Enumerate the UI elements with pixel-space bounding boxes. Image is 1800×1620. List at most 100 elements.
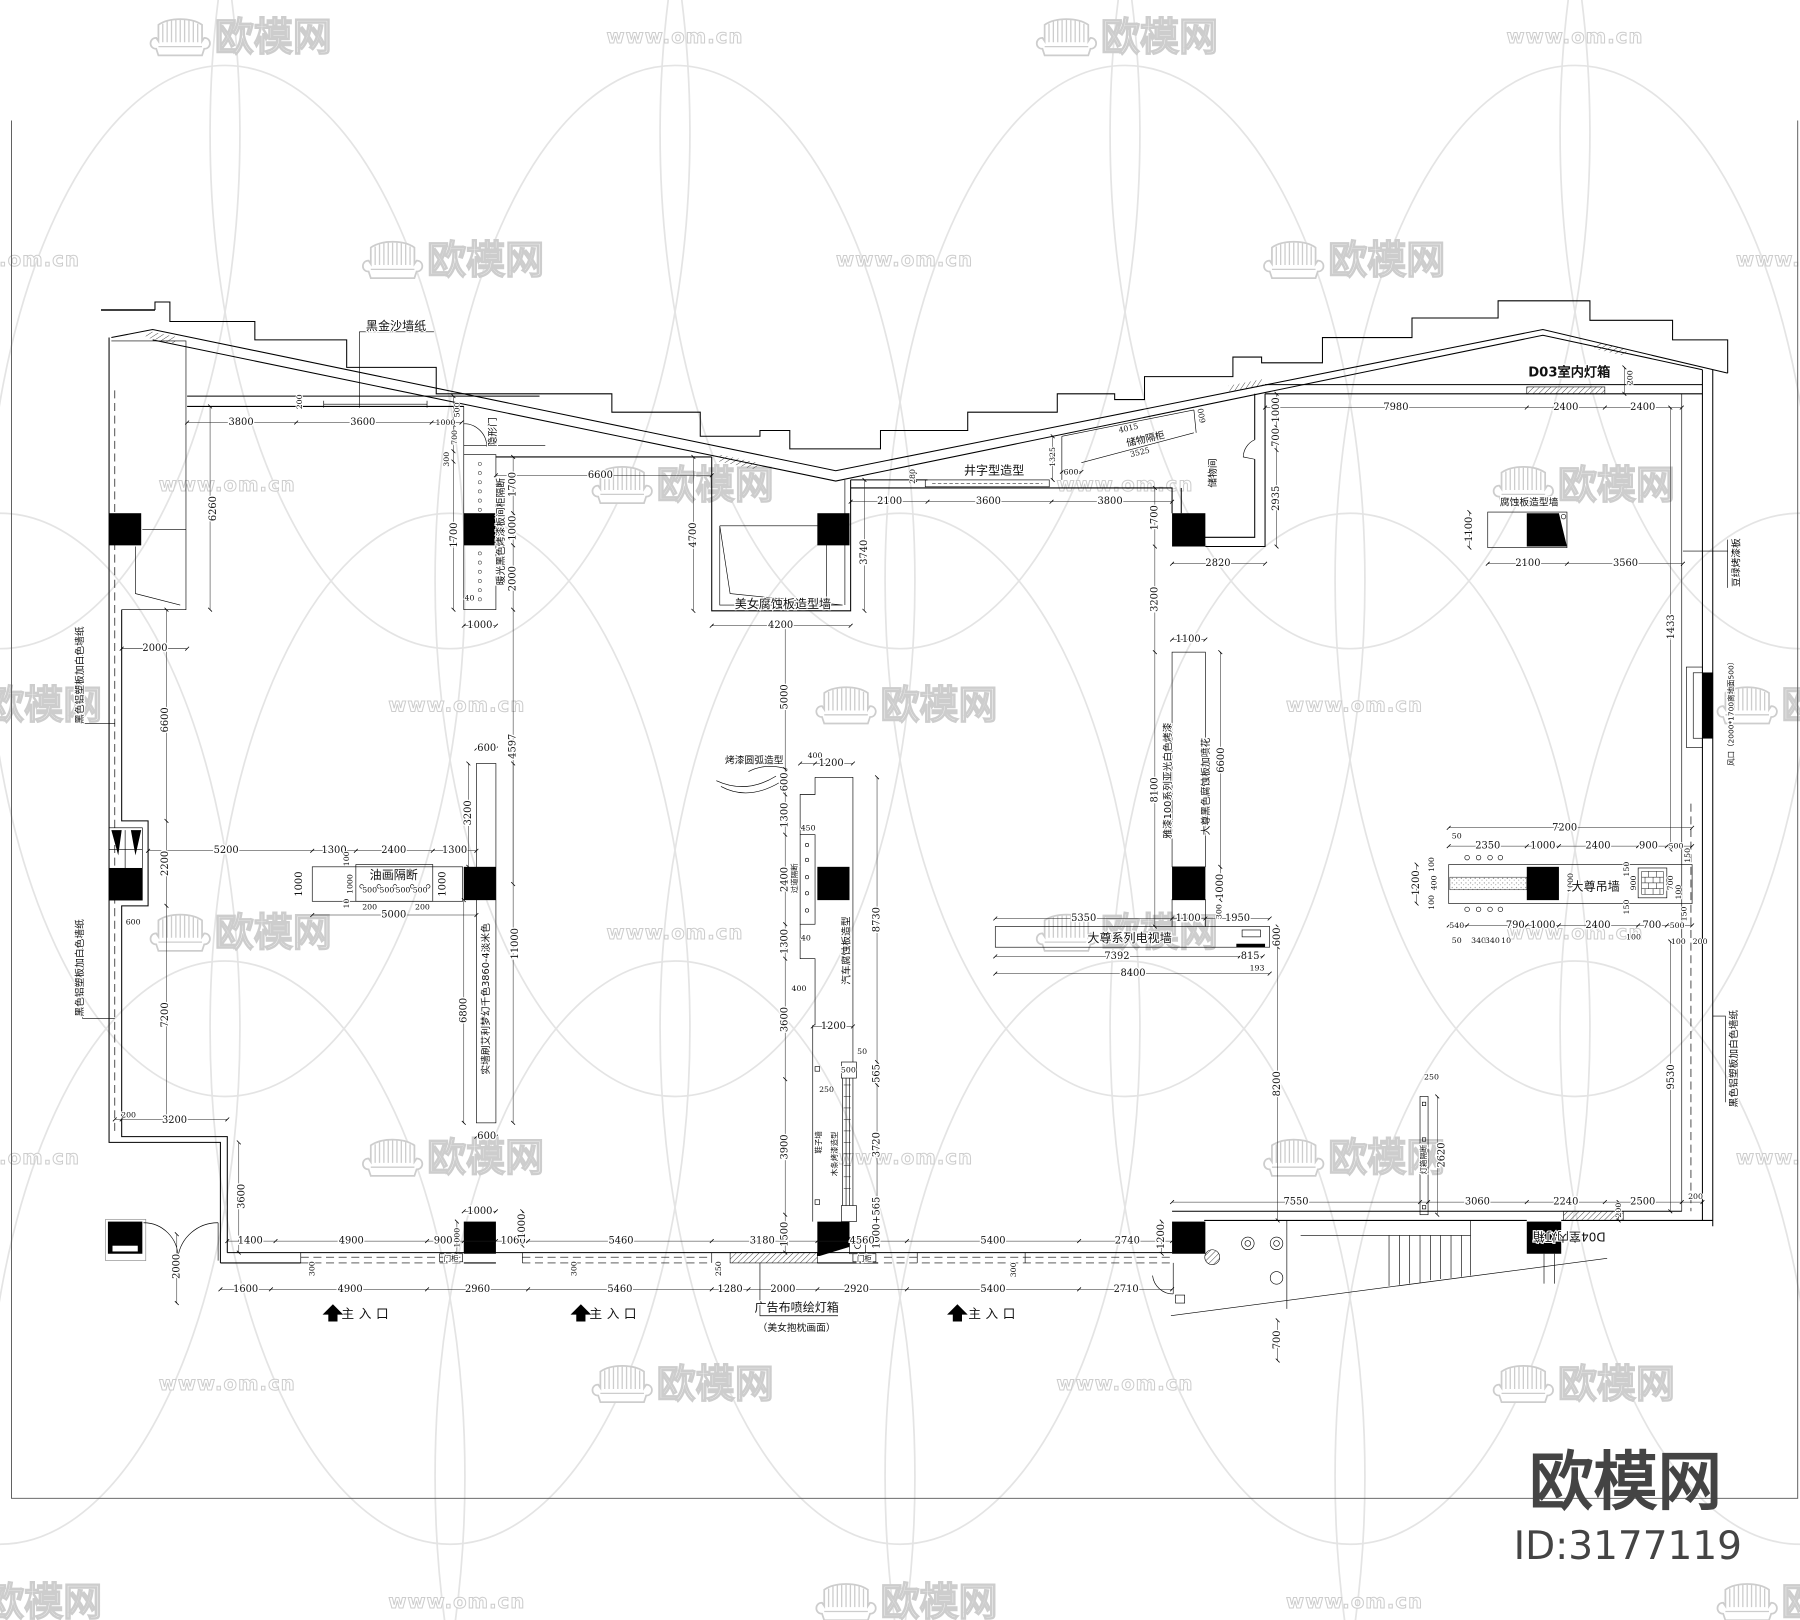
left-exterior-wall-inner <box>121 609 228 1253</box>
d03-lightbox <box>1526 386 1606 395</box>
watermark-logo: 欧模网 <box>0 1580 103 1620</box>
watermark-logo-text: 欧模网 <box>427 1136 544 1181</box>
dimension-text: 400 <box>808 751 823 760</box>
watermark-logo: 欧模网 <box>815 1580 998 1620</box>
dimension-text: 200 <box>362 903 377 912</box>
brick-pattern <box>1641 871 1664 895</box>
dimension-text: 500 <box>452 402 461 417</box>
watermark-url: www.om.cn <box>836 248 973 271</box>
column <box>1526 513 1567 547</box>
dimension-text: 200 <box>1614 1203 1623 1218</box>
lacquer-arc-feature <box>716 766 788 794</box>
label-lightbox-partition: 灯箱隔断 <box>1418 1144 1428 1174</box>
dimension-text: 600 <box>1196 407 1207 423</box>
dimension-text: 3600 <box>237 1184 248 1209</box>
watermark-logo-text: 欧模网 <box>215 911 332 956</box>
shoe-wall-box <box>841 1061 857 1079</box>
column-post-lines <box>1543 1253 1555 1284</box>
arrow-up-icon <box>947 1304 968 1322</box>
watermark-url: www.om.cn <box>1736 1146 1800 1169</box>
dimension-text: 2400 <box>1630 402 1655 413</box>
hatched-lintel <box>1228 379 1264 393</box>
etched-panel-wall <box>1487 511 1568 548</box>
partition-dots <box>359 884 431 889</box>
dimension-text: 6800 <box>458 998 469 1023</box>
dimension-text: 1700 <box>508 472 519 497</box>
label-ad-lightbox: 广告布喷绘灯箱 <box>755 1300 839 1315</box>
watermark-logo: 欧模网 <box>149 910 332 957</box>
air-vent-frame <box>1686 666 1703 748</box>
watermark-url: www.om.cn <box>1506 921 1643 944</box>
dimension-text: 1400 <box>238 1236 263 1247</box>
dimension-text: 280 <box>908 469 917 484</box>
dimension-text: 3600 <box>976 496 1001 507</box>
dimension-text: 2000 <box>142 643 167 654</box>
dimension-text: 6260 <box>208 496 219 521</box>
column-notch <box>112 1245 138 1252</box>
label-hidden-door: 隐形门 <box>486 417 499 446</box>
dimension-text: 1200 <box>1156 1224 1167 1249</box>
dimension-text: 2350 <box>1475 841 1500 852</box>
dimension-text: 500 <box>841 1066 856 1075</box>
watermark-logo-text: 欧模网 <box>215 16 332 61</box>
dimension-text: 400 <box>792 984 807 993</box>
label-ad-lightbox-note: （美女抱枕画面） <box>758 1321 836 1334</box>
air-vent-grille <box>1702 672 1713 739</box>
storage-room-walls <box>1204 393 1266 548</box>
ad-lightbox-leader <box>759 1262 839 1317</box>
dimension-text: 100 <box>1674 885 1683 900</box>
dimension-text: 1000 <box>517 1214 528 1239</box>
left-exterior-wall-outer <box>108 337 221 1263</box>
dimension-text: 8100 <box>1149 777 1160 802</box>
watermark-logo-text: 欧模网 <box>881 1580 998 1620</box>
dimension-text: 500 <box>395 885 410 894</box>
dimension-text: 1950 <box>1225 913 1250 924</box>
dimension-text: 8730 <box>872 907 883 932</box>
door-cabinet-box <box>439 1253 463 1263</box>
column <box>817 1221 850 1257</box>
dimension-text: 2400 <box>1553 402 1578 413</box>
dimension-text: 1000 <box>1566 873 1575 893</box>
hatched-lintel <box>1594 342 1627 357</box>
dimension-text: 1000 <box>467 620 492 631</box>
dimension-text: 900 <box>1639 841 1658 852</box>
dimension-text: 3900 <box>780 1134 791 1159</box>
dimension-text: 1300 <box>780 803 791 828</box>
dimension-text: 1500 <box>780 1222 791 1247</box>
sheet-frame <box>11 120 1799 1499</box>
brand-name: 欧模网 <box>1529 1445 1722 1520</box>
dimension-text: 200 <box>1693 937 1708 946</box>
dimension-text: 2240 <box>1553 1197 1578 1208</box>
dimension-text: 50 <box>857 1047 867 1056</box>
watermark-url: www.om.cn <box>1506 25 1643 48</box>
dimension-text: 5400 <box>980 1236 1005 1247</box>
dimension-text: 815 <box>1241 951 1260 962</box>
watermark-logo-text: 欧模网 <box>0 1580 102 1620</box>
small-square <box>814 1066 820 1072</box>
annotation-labels: 黑金沙墙纸 隐形门 暖光黑色烤漆板间柜隔断 美女腐蚀板造型墙 井字型造型 储物隔… <box>72 317 1744 1335</box>
dimension-text: 100 <box>342 851 351 866</box>
dimension-text: 340 <box>1485 936 1500 945</box>
dimension-text: 1000 <box>435 418 455 427</box>
dimension-text: 600 <box>1272 927 1283 946</box>
dimension-text: 3800 <box>1098 496 1123 507</box>
dimension-text: 700 <box>450 430 459 445</box>
slope-wall-outer <box>111 328 1728 472</box>
label-storage-room: 储物间 <box>1206 458 1219 487</box>
label-tv-wall: 大尊系列电视墙 <box>1087 930 1171 945</box>
watermark-logo-text: 欧模网 <box>657 1362 774 1407</box>
dimension-text: 2000 <box>508 566 519 591</box>
column <box>1172 513 1206 547</box>
dimension-text: 2400 <box>381 845 406 856</box>
dimension-text: 40 <box>465 594 475 603</box>
watermark-logo: 欧模网 <box>591 463 774 509</box>
watermark-logo: 欧模网 <box>0 683 103 729</box>
column <box>1172 866 1206 901</box>
label-shoe-wall: 鞋子墙 <box>813 1131 823 1154</box>
grid-ceiling-bar <box>924 479 1050 488</box>
dimension-text: 2400 <box>1585 920 1610 931</box>
dimension-text: 600 <box>477 743 496 754</box>
entrance-label: 主入口 <box>968 1306 1020 1321</box>
dimension-text: 250 <box>819 1085 834 1094</box>
